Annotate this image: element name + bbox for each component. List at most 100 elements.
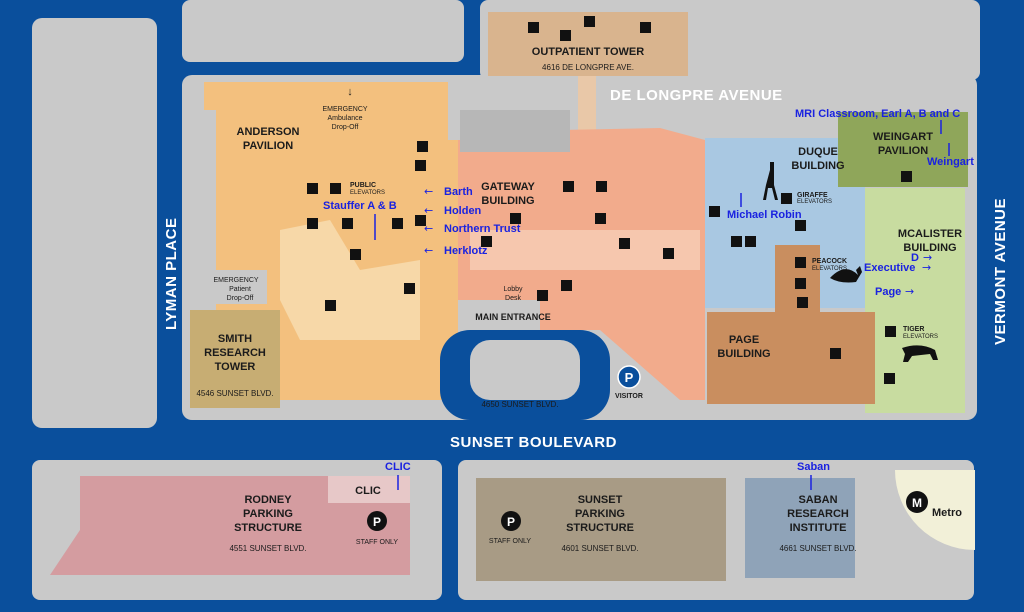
phone-icon	[595, 213, 606, 224]
phone-icon	[342, 218, 353, 229]
emergency-top-1: EMERGENCY	[322, 106, 367, 113]
mcalister-label-1: MCALISTER	[898, 228, 962, 240]
escalator-icon	[417, 141, 428, 152]
main-entrance-address: 4650 SUNSET BLVD.	[481, 400, 558, 409]
public-elev-2: ELEVATORS	[350, 190, 385, 196]
page-building[interactable]	[707, 312, 875, 404]
arrow-left-icon: ←	[424, 222, 433, 235]
visitor-parking-symbol: P	[625, 370, 634, 385]
anderson-label-1: ANDERSON	[237, 126, 300, 138]
arrow-left-icon: ←	[424, 185, 433, 198]
arrow-right-icon: →	[923, 251, 932, 264]
metro-icon[interactable]	[906, 491, 928, 513]
street-vermont: VERMONT AVENUE	[992, 198, 1009, 345]
restroom-icon	[415, 215, 426, 226]
annotation-page: Page	[875, 286, 901, 298]
rodney-label-3: STRUCTURE	[234, 522, 302, 534]
tiger-elev-1: TIGER	[903, 326, 924, 333]
mcalister-building[interactable]	[865, 188, 965, 413]
anderson-corridor	[280, 220, 420, 340]
clic-label: CLIC	[355, 485, 381, 497]
elevator-icon	[307, 183, 318, 194]
peacock-icon	[830, 266, 862, 283]
street-lyman: LYMAN PLACE	[163, 218, 180, 330]
info-icon	[481, 236, 492, 247]
restroom-icon	[830, 348, 841, 359]
elevator-icon	[795, 257, 806, 268]
main-entrance-island	[470, 340, 580, 400]
restroom-icon	[350, 249, 361, 260]
escalator-icon	[528, 22, 539, 33]
west-block	[32, 18, 157, 428]
metro-area	[895, 470, 975, 550]
saban-address: 4661 SUNSET BLVD.	[779, 544, 856, 553]
elevator-icon	[404, 283, 415, 294]
gateway-courtyard	[460, 110, 570, 152]
elevator-icon	[330, 183, 341, 194]
rodney-label-2: PARKING	[243, 508, 293, 520]
saban-research-institute[interactable]	[745, 478, 855, 578]
restroom-icon	[415, 160, 426, 171]
arrow-right-icon: →	[905, 285, 914, 298]
smith-label-2: RESEARCH	[204, 347, 266, 359]
annotations: Barth ← Holden ← Northern Trust ← Herklo…	[323, 108, 974, 490]
emergency-top-2: Ambulance	[327, 115, 362, 122]
metro-label: Metro	[932, 507, 962, 519]
north-west-block	[182, 0, 464, 62]
main-entrance-label: MAIN ENTRANCE	[475, 312, 551, 322]
metro-symbol: M	[912, 496, 922, 510]
weingart-label-2: PAVILION	[878, 145, 928, 157]
gateway-label-1: GATEWAY	[481, 181, 535, 193]
rodney-staff-only: STAFF ONLY	[356, 539, 398, 546]
emergency-top-arrow: ↓	[347, 86, 353, 98]
tiger-elev-2: ELEVATORS	[903, 334, 938, 340]
arrow-left-icon: ←	[424, 244, 433, 257]
sunset-staff-only: STAFF ONLY	[489, 538, 531, 545]
rodney-parking-icon[interactable]	[367, 511, 387, 531]
smith-label-3: TOWER	[215, 361, 256, 373]
emergency-left-3: Drop-Off	[227, 295, 254, 302]
phone-icon	[884, 373, 895, 384]
lobby-1: Lobby	[503, 286, 523, 293]
page-label-2: BUILDING	[717, 348, 770, 360]
clic-box	[328, 476, 410, 503]
sunset-parking-structure[interactable]	[476, 478, 726, 581]
annotation-herklotz: Herklotz	[444, 245, 488, 257]
cashier-icon	[510, 213, 521, 224]
gateway-label-2: BUILDING	[481, 195, 534, 207]
outpatient-address: 4616 DE LONGPRE AVE.	[542, 63, 634, 72]
peacock-elev-1: PEACOCK	[812, 258, 847, 265]
annotation-barth: Barth	[444, 186, 473, 198]
anderson-label-2: PAVILION	[243, 140, 293, 152]
visitor-parking-icon[interactable]	[617, 365, 641, 389]
emergency-left-2: Patient	[229, 286, 251, 293]
accessible-icon	[619, 238, 630, 249]
giraffe-elev-1: GIRAFFE	[797, 192, 828, 199]
arrow-right-icon: →	[922, 261, 931, 274]
escalator-icon	[709, 206, 720, 217]
street-sunset: SUNSET BOULEVARD	[450, 434, 617, 451]
rodney-address: 4551 SUNSET BLVD.	[229, 544, 306, 553]
smith-research-tower[interactable]	[190, 310, 280, 408]
visitor-label: VISITOR	[615, 393, 643, 400]
phone-icon	[745, 236, 756, 247]
mcalister-label-2: BUILDING	[903, 242, 956, 254]
accessible-icon	[307, 218, 318, 229]
street-de-longpre: DE LONGPRE AVENUE	[610, 87, 783, 104]
annotation-mri: MRI Classroom, Earl A, B and C	[795, 108, 960, 120]
lobby-2: Desk	[505, 295, 521, 302]
gateway-corridor	[470, 230, 700, 270]
emergency-left-1: EMERGENCY	[213, 277, 258, 284]
sunset-parking-icon[interactable]	[501, 511, 521, 531]
arrow-left-icon: ←	[424, 204, 433, 217]
gift-shop-icon	[663, 248, 674, 259]
duque-label-2: BUILDING	[791, 160, 844, 172]
rodney-parking-symbol: P	[373, 515, 381, 529]
smith-address: 4546 SUNSET BLVD.	[196, 389, 273, 398]
escalator-icon	[797, 297, 808, 308]
peacock-elev-2: ELEVATORS	[812, 266, 847, 272]
smith-label-1: SMITH	[218, 333, 252, 345]
rodney-parking-structure[interactable]	[50, 476, 410, 575]
giraffe-icon	[763, 162, 778, 200]
